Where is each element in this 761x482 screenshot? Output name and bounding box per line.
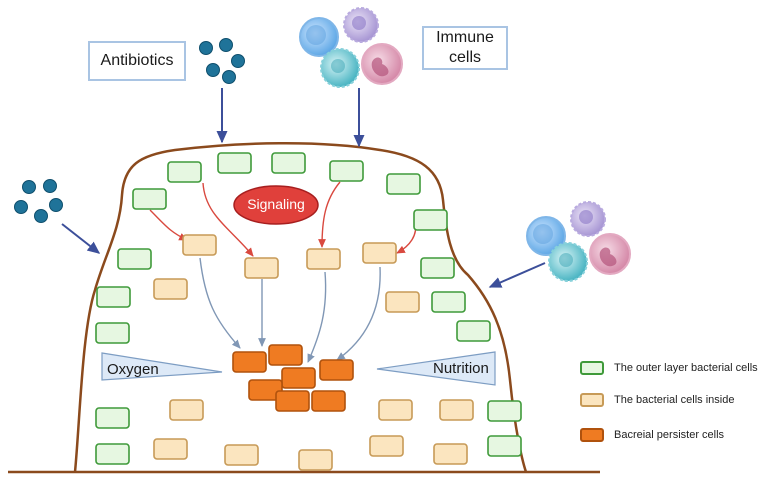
inner-bacterial-cell <box>244 257 279 279</box>
antibiotic-molecule <box>49 198 63 212</box>
nutrition-label: Nutrition <box>433 360 489 377</box>
legend-item-inner: The bacterial cells inside <box>580 393 734 407</box>
antibiotic-arrow-left <box>61 223 101 254</box>
inner-bacterial-cell <box>306 248 341 270</box>
inner-bacterial-cell <box>153 438 188 460</box>
outer-bacterial-cell <box>95 322 130 344</box>
legend-swatch-persister <box>580 428 604 442</box>
outer-bacterial-cell <box>487 435 522 457</box>
signaling-label: Signaling <box>247 196 305 212</box>
inner-bacterial-cell <box>298 449 333 471</box>
antibiotic-molecule <box>199 41 213 55</box>
gray-arrow <box>199 257 241 349</box>
immune-cluster-right <box>526 201 631 282</box>
legend-swatch-outer <box>580 361 604 375</box>
antibiotics-label: Antibiotics <box>88 41 186 81</box>
legend-swatch-inner <box>580 393 604 407</box>
inner-bacterial-cell <box>153 278 188 300</box>
outer-bacterial-cell <box>95 443 130 465</box>
external-arrows <box>61 88 546 288</box>
antibiotic-molecule <box>34 209 48 223</box>
inner-bacterial-cell <box>369 435 404 457</box>
antibiotic-molecule <box>14 200 28 214</box>
inner-bacterial-cell <box>224 444 259 466</box>
gray-arrow <box>307 271 327 363</box>
antibiotic-molecule <box>219 38 233 52</box>
outer-bacterial-cell <box>96 286 131 308</box>
antibiotic-cluster-left <box>14 179 63 223</box>
persister-cell <box>311 390 346 412</box>
oxygen-gradient <box>101 352 223 381</box>
outer-cells <box>95 152 522 465</box>
inner-bacterial-cell <box>169 399 204 421</box>
outer-bacterial-cell <box>420 257 455 279</box>
inner-arrows <box>199 257 381 363</box>
legend-item-outer: The outer layer bacterial cells <box>580 361 758 375</box>
persister-cell <box>281 367 316 389</box>
persister-cell <box>232 351 267 373</box>
antibiotic-molecule <box>43 179 57 193</box>
outer-bacterial-cell <box>95 407 130 429</box>
inner-cells <box>153 234 474 471</box>
outer-bacterial-cell <box>431 291 466 313</box>
antibiotics-text: Antibiotics <box>100 52 174 69</box>
antibiotic-molecule <box>22 180 36 194</box>
immune-text-line1: Immune <box>436 29 494 46</box>
outer-bacterial-cell <box>456 320 491 342</box>
inner-bacterial-cell <box>385 291 420 313</box>
persister-cell <box>268 344 303 366</box>
inner-bacterial-cell <box>439 399 474 421</box>
outer-bacterial-cell <box>117 248 152 270</box>
outer-bacterial-cell <box>167 161 202 183</box>
persister-cell <box>275 390 310 412</box>
immune-cluster-top <box>299 7 403 88</box>
antibiotic-molecule <box>206 63 220 77</box>
outer-bacterial-cell <box>329 160 364 182</box>
outer-bacterial-cell <box>217 152 252 174</box>
antibiotic-molecule <box>231 54 245 68</box>
signaling-ellipse <box>233 185 319 225</box>
immune-text-line2: cells <box>448 49 481 66</box>
legend-text-persister: Bacreial persister cells <box>614 429 725 441</box>
persister-cell <box>319 359 354 381</box>
signal-arrow <box>318 181 341 248</box>
inner-bacterial-cell <box>378 399 413 421</box>
inner-bacterial-cell <box>362 242 397 264</box>
antibiotic-molecule <box>222 70 236 84</box>
persister-cells <box>232 344 354 412</box>
immune-cells-label: Immune cells <box>422 26 508 70</box>
inner-bacterial-cell <box>182 234 217 256</box>
oxygen-label: Oxygen <box>107 361 159 378</box>
legend-text-inner: The bacterial cells inside <box>614 394 735 406</box>
outer-bacterial-cell <box>413 209 448 231</box>
inner-bacterial-cell <box>433 443 468 465</box>
persister-cell <box>248 379 283 401</box>
legend-item-persister: Bacreial persister cells <box>580 428 724 442</box>
nutrition-gradient <box>376 351 496 386</box>
outer-bacterial-cell <box>271 152 306 174</box>
outer-bacterial-cell <box>386 173 421 195</box>
gray-arrow <box>336 266 381 361</box>
legend-text-outer: The outer layer bacterial cells <box>614 362 758 374</box>
biofilm-outline <box>73 141 528 473</box>
immune-arrow-right <box>488 262 546 288</box>
antibiotic-cluster-top <box>199 38 245 84</box>
signal-arrow <box>396 221 417 254</box>
outer-bacterial-cell <box>487 400 522 422</box>
outer-bacterial-cell <box>132 188 167 210</box>
signal-arrow <box>202 182 254 257</box>
signal-arrow <box>149 209 188 241</box>
